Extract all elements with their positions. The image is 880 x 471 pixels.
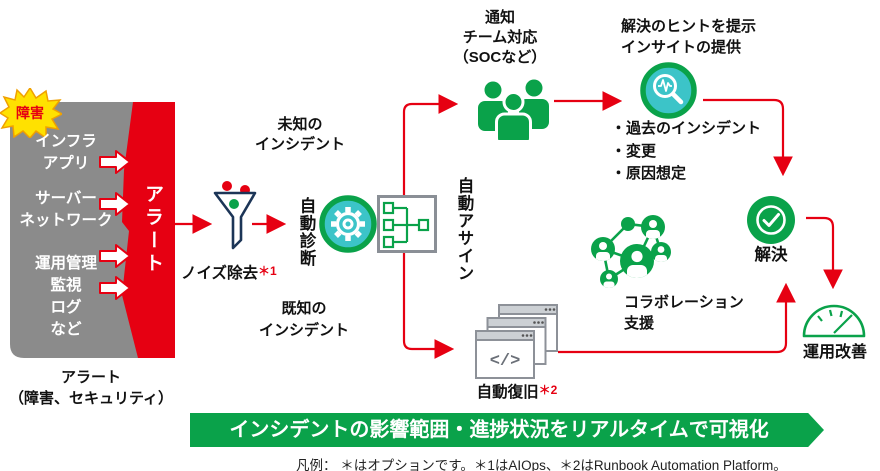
- alert-band-label: アラート: [142, 184, 163, 276]
- insight-bullet: ・変更: [611, 142, 657, 160]
- source-layer-list: インフラ アプリ サーバー ネットワーク 運用管理 監視 ログ など: [8, 131, 124, 341]
- notify-label: 通知 チーム対応 （SOCなど）: [453, 9, 547, 66]
- source-layer: ネットワーク: [19, 212, 113, 229]
- alert-source-shape: [10, 102, 175, 358]
- connector-unknown-to-notify: [402, 94, 459, 196]
- option-marker: ＊2: [538, 383, 558, 397]
- code-glyph: </>: [490, 352, 521, 371]
- improvement-gauge-icon: [802, 304, 866, 338]
- collaboration-network-icon: [591, 215, 671, 288]
- insight-bullet: ・過去のインシデント: [611, 120, 762, 137]
- team-people-icon: [478, 79, 549, 140]
- noise-filter-label: ノイズ除去＊1: [181, 264, 277, 282]
- auto-assign-label: 自動アサイン: [455, 177, 473, 282]
- connector-known-to-recovery: [402, 253, 455, 359]
- collaboration-label: コラボレーション 支援: [624, 294, 744, 332]
- source-layer: 監視: [50, 277, 82, 294]
- option-marker: ＊1: [258, 264, 277, 278]
- unknown-incident-label: 未知の インシデント: [254, 116, 345, 153]
- insight-magnifier-icon: [640, 62, 697, 119]
- resolve-check-icon: [747, 196, 795, 244]
- source-layer: インフラ: [35, 133, 97, 150]
- known-incident-label: 既知の インシデント: [258, 300, 349, 339]
- ingest-arrow-icon: [99, 192, 131, 216]
- insight-bullet: ・原因想定: [611, 165, 687, 182]
- resolve-label: 解決: [754, 246, 788, 264]
- ingest-arrow-icon: [99, 244, 131, 268]
- connector-resolve-to-improve: [806, 216, 843, 290]
- visibility-banner-text: インシデントの影響範囲・進捗状況をリアルタイムで可視化: [229, 419, 769, 441]
- source-caption: アラート （障害、セキュリティ）: [0, 367, 182, 409]
- connector-insight-to-resolve: [703, 98, 793, 177]
- insight-bullet-list: ・過去のインシデント ・変更 ・原因想定: [611, 118, 761, 186]
- insight-label: 解決のヒントを提示 インサイトの提供: [621, 18, 757, 56]
- auto-recovery-windows-icon: </>: [475, 304, 558, 379]
- ingest-arrow-icon: [99, 150, 131, 174]
- alert-band-shape: [122, 102, 175, 358]
- improvement-label: 運用改善: [802, 344, 867, 361]
- connector-recovery-to-resolve: [558, 282, 796, 354]
- assignment-tree-icon: [377, 195, 437, 253]
- source-layer: ログ: [50, 299, 82, 316]
- source-caption-line1: アラート: [60, 369, 121, 386]
- visibility-banner: インシデントの影響範囲・進捗状況をリアルタイムで可視化: [190, 413, 824, 447]
- auto-recovery-label: 自動復旧＊2: [476, 383, 558, 401]
- gear-icon: [319, 195, 377, 253]
- failure-burst-label: 障害: [16, 105, 44, 121]
- ingest-arrow-icon: [99, 276, 131, 300]
- legend-text: 凡例： ＊はオプションです。＊1はAIOps、＊2はRunbook Automa…: [296, 458, 787, 471]
- auto-diagnosis-label: 自動診断: [297, 197, 315, 267]
- source-caption-line2: （障害、セキュリティ）: [8, 390, 174, 407]
- source-layer: アプリ: [42, 155, 90, 172]
- source-layer: 運用管理: [34, 255, 97, 272]
- failure-burst-icon: [0, 88, 62, 138]
- source-layer: サーバー: [35, 190, 97, 207]
- noise-filter-funnel-icon: [213, 181, 257, 250]
- source-layer: など: [50, 321, 82, 338]
